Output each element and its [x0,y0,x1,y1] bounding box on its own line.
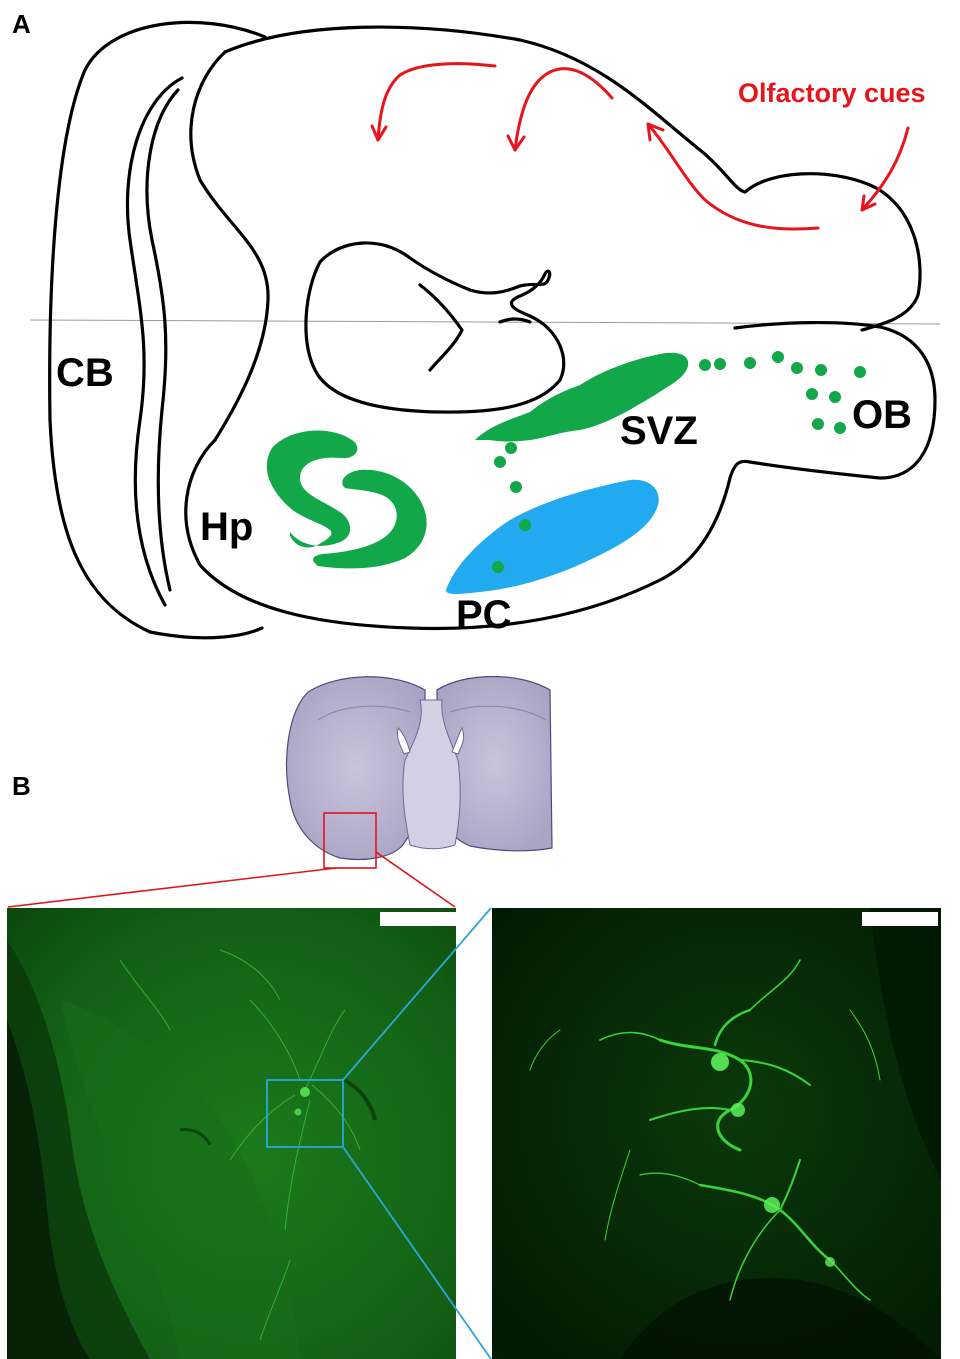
fiber [229,1094,296,1161]
process [604,1149,631,1241]
arrowhead [860,194,877,212]
process [649,1107,731,1121]
cue-arrow-entry [860,126,910,212]
dark-inner-region [7,1020,90,1359]
olfactory-cues-label: Olfactory cues [738,78,926,108]
cell-dot [829,391,841,403]
dark-right-band [870,908,941,1180]
section-left-hemisphere [285,676,426,861]
cell-cluster [294,1108,302,1116]
process [529,1029,561,1071]
cell-dot [791,362,803,374]
fiber [219,949,281,1001]
arrowhead [370,124,388,142]
cell-dot [492,561,504,573]
svz-region [475,352,689,442]
cell-dot [772,351,784,363]
medial-cortex-outline [189,50,270,442]
cue-arrow-mid [513,67,614,152]
zoom-line-left [7,867,337,908]
fiber [284,1099,311,1231]
cyan-zoom-line-top [342,907,492,1081]
cell-dot [744,357,756,369]
dark-vessel [179,1128,212,1146]
coronal-section-thumbnail [285,675,553,861]
cell-body [825,1257,835,1267]
cell-dot [812,418,824,430]
cell-body [764,1197,780,1213]
pc-region [446,479,659,594]
section-zoom-box [323,812,377,869]
fluorescence-detail-image [492,908,941,1359]
migrating-cells [492,351,866,573]
zoom-line-right [375,851,456,908]
panel-b-letter: B [12,771,31,801]
pc-label: PC [456,593,512,637]
cell-dot [714,358,726,370]
cue-arrow-bulb [646,122,820,231]
hp-label: Hp [200,505,253,549]
process [739,1059,811,1086]
fluorescence-detail-bg [492,908,941,1359]
cerebellum-fold-outer [125,76,184,607]
cyan-zoom-line-bottom [342,1146,492,1359]
fiber [119,959,171,1031]
process [849,1009,881,1081]
scale-bar-right [862,912,938,926]
cell-dot [854,366,866,378]
section-cortex-layer [317,705,547,721]
arrowhead [646,122,665,142]
fiber [304,1009,346,1091]
fiber [249,999,301,1081]
section-ventricle [397,726,465,755]
cell-dot [815,364,827,376]
ventricle-outline [418,283,464,372]
cell-dot [699,359,711,371]
svz-label: SVZ [620,409,698,453]
cell-body [731,1103,745,1117]
process [599,1031,661,1041]
process [658,1038,753,1152]
cell-dot [510,481,522,493]
olfactory-cue-arrows [370,62,910,231]
cell-cluster [300,1087,310,1097]
fiber [311,1084,361,1151]
cerebellum-fold-inner [145,88,180,592]
fluorescence-overview-image [7,908,456,1359]
cell-dot [494,456,506,468]
cb-label: CB [56,351,114,395]
mid-tone-region [60,1000,300,1359]
neuron-fibers [119,949,361,1341]
scale-bar-left [380,912,456,926]
cerebellum-outline [48,20,267,640]
panel-a-letter: A [12,9,31,39]
arrowhead [506,134,526,152]
image-zoom-box [266,1079,344,1148]
process [779,1159,801,1211]
thalamus-outline [304,241,566,414]
ventral-brain-outline [184,320,937,631]
ob-label: OB [852,393,912,437]
cortex-outline [223,25,922,332]
cell-dot [806,388,818,400]
cell-body [711,1053,729,1071]
dark-vessel [343,1078,377,1121]
ventricle-notch [498,317,532,324]
cell-dot [519,519,531,531]
process [749,959,801,1011]
cell-dot [505,442,517,454]
fiber [259,1259,291,1341]
cell-dot [834,422,846,434]
process [639,1172,701,1186]
process [713,1008,752,1047]
hippocampus-region [266,430,427,569]
neuron-processes [529,959,881,1301]
process [729,1209,781,1301]
dark-lower-region [620,1278,941,1359]
cue-arrow-caudal [376,62,497,142]
